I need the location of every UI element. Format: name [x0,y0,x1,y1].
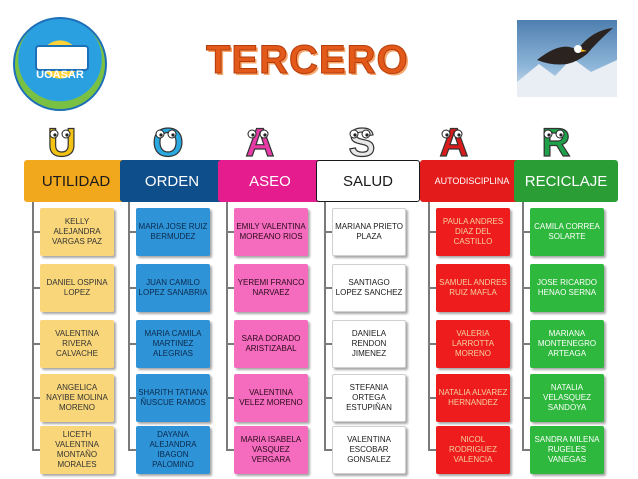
member-card: MARIA CAMILA MARTINEZ ALEGRIAS [136,320,210,368]
member-card: MARIANA MONTENEGRO ARTEAGA [530,320,604,368]
connector-tick [128,231,136,233]
member-card: DAYANA ALEJANDRA IBAGON PALOMINO [136,426,210,474]
svg-text:A: A [440,121,469,162]
member-card: CAMILA CORREA SOLARTE [530,208,604,256]
cartoon-letter-6: R [541,120,571,162]
connector-tick [324,287,332,289]
cartoon-letter-3: A [245,120,275,162]
logo-text: UOASAR [36,69,84,81]
connector-line [226,202,228,450]
page-title: TERCERO [206,38,409,83]
connector-tick [428,231,436,233]
connector-tick [324,343,332,345]
member-card: JUAN CAMILO LOPEZ SANABRIA [136,264,210,312]
member-card: LICETH VALENTINA MONTAÑO MORALES [40,426,114,474]
member-card: NATALIA VELASQUEZ SANDOYA [530,374,604,422]
column-header: AUTODISCIPLINA [420,160,524,202]
connector-line [522,202,524,450]
member-card: SANDRA MILENA RUGELES VANEGAS [530,426,604,474]
connector-tick [226,343,234,345]
member-card: STEFANIA ORTEGA ESTUPIÑAN [332,374,406,422]
connector-tick [128,397,136,399]
member-card: VALENTINA RIVERA CALVACHE [40,320,114,368]
svg-text:A: A [246,121,275,162]
member-card: SANTIAGO LOPEZ SANCHEZ [332,264,406,312]
connector-tick [522,231,530,233]
column-header: ORDEN [120,160,224,202]
cartoon-letter-5: A [439,120,469,162]
connector-tick [324,449,332,451]
member-card: MARIA ISABELA VASQUEZ VERGARA [234,426,308,474]
connector-tick [32,231,40,233]
connector-tick [226,287,234,289]
member-card: VALENTINA ESCOBAR GONSALEZ [332,426,406,474]
connector-tick [522,343,530,345]
member-card: NICOL RODRIGUEZ VALENCIA [436,426,510,474]
member-card: DANIEL OSPINA LOPEZ [40,264,114,312]
member-card: NATALIA ALVAREZ HERNANDEZ [436,374,510,422]
connector-tick [226,397,234,399]
connector-tick [32,397,40,399]
member-card: DANIELA RENDON JIMENEZ [332,320,406,368]
column-header: RECICLAJE [514,160,618,202]
column-header: SALUD [316,160,420,202]
member-card: MARIA JOSE RUIZ BERMUDEZ [136,208,210,256]
connector-tick [522,397,530,399]
connector-line [32,202,34,450]
eagle-image [517,20,617,97]
connector-tick [428,343,436,345]
connector-tick [522,287,530,289]
connector-tick [32,343,40,345]
member-card: SARA DORADO ARISTIZABAL [234,320,308,368]
svg-text:U: U [48,121,77,162]
member-card: SHARITH TATIANA ÑUSCUE RAMOS [136,374,210,422]
member-card: MARIANA PRIETO PLAZA [332,208,406,256]
member-card: SAMUEL ANDRES RUIZ MAFLA [436,264,510,312]
member-card: KELLY ALEJANDRA VARGAS PAZ [40,208,114,256]
column-header: UTILIDAD [24,160,128,202]
connector-tick [226,449,234,451]
school-logo: UOASAR [13,17,107,111]
connector-tick [226,231,234,233]
cartoon-letter-1: U [47,120,77,162]
connector-tick [128,449,136,451]
connector-tick [32,287,40,289]
member-card: VALENTINA VELEZ MORENO [234,374,308,422]
connector-tick [428,449,436,451]
column-header: ASEO [218,160,322,202]
connector-line [428,202,430,450]
connector-tick [522,449,530,451]
connector-tick [324,397,332,399]
connector-tick [128,343,136,345]
member-card: EMILY VALENTINA MOREANO RIOS [234,208,308,256]
member-card: PAULA ANDRES DIAZ DEL CASTILLO [436,208,510,256]
connector-tick [324,231,332,233]
svg-text:R: R [542,121,571,162]
svg-text:O: O [152,121,183,162]
cartoon-letter-4: S [348,120,376,162]
logo-shield [35,45,89,71]
member-card: VALERIA LARROTTA MORENO [436,320,510,368]
connector-tick [32,449,40,451]
svg-text:S: S [349,121,376,162]
connector-tick [428,397,436,399]
cartoon-letter-2: O [152,120,184,162]
member-card: ANGELICA NAYIBE MOLINA MORENO [40,374,114,422]
member-card: YEREMI FRANCO NARVAEZ [234,264,308,312]
member-card: JOSE RICARDO HENAO SERNA [530,264,604,312]
connector-line [324,202,326,450]
connector-tick [128,287,136,289]
connector-line [128,202,130,450]
connector-tick [428,287,436,289]
